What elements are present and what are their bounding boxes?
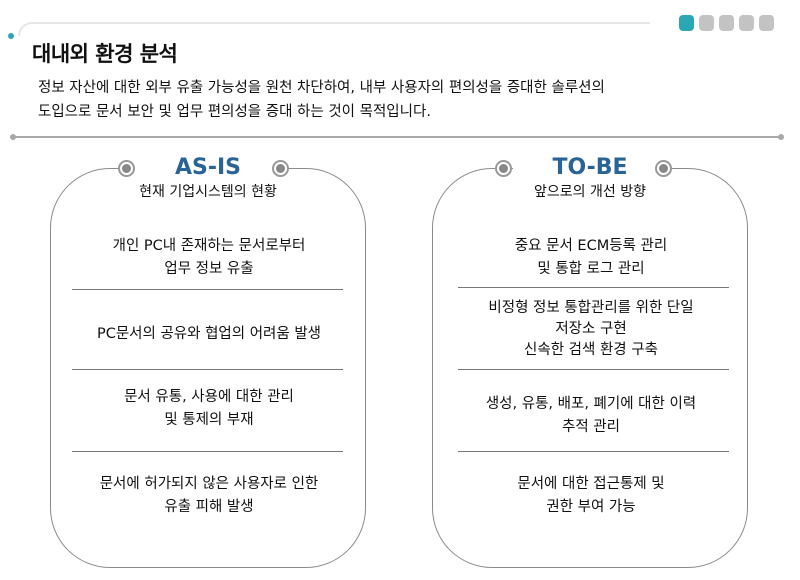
item-text-line: 문서 유통, 사용에 대한 관리 [124,389,294,405]
page-title: 대내외 환경 분석 [32,42,178,66]
header-decoration-line [18,22,650,36]
pager-dot-2[interactable] [699,15,714,31]
description-line: 정보 자산에 대한 외부 유출 가능성을 원천 차단하여, 내부 사용자의 편의… [38,80,605,96]
item-text-line: PC문서의 공유와 협업의 어려움 발생 [96,326,322,342]
item-text-line: 문서에 허가되지 않은 사용자로 인한 [99,476,319,492]
item-divider [72,451,343,452]
header-dot [8,33,14,39]
pager-dot-5[interactable] [759,15,774,31]
slide-pager [679,15,774,31]
item-divider [72,289,343,290]
item-text-line: 중요 문서 ECM등록 관리 [514,238,668,254]
page-description: 정보 자산에 대한 외부 유출 가능성을 원천 차단하여, 내부 사용자의 편의… [38,76,758,124]
pager-dot-3[interactable] [719,15,734,31]
item-text-line: 권한 부여 가능 [546,499,636,515]
knob-icon [118,160,135,177]
to-be-subtitle: 앞으로의 개선 방향 [534,184,646,200]
as-is-item: PC문서의 공유와 협업의 어려움 발생 [71,323,347,346]
to-be-title: TO-BE [552,155,628,180]
item-text-line: 생성, 유통, 배포, 폐기에 대한 이력 [485,396,697,412]
as-is-title: AS-IS [174,155,242,180]
knob-icon [655,160,672,177]
description-line: 도입으로 문서 보안 및 업무 편의성을 증대 하는 것이 목적입니다. [38,104,431,120]
section-divider [10,134,784,140]
pager-dot-4[interactable] [739,15,754,31]
item-text-line: 유출 피해 발생 [164,499,254,515]
pager-dot-1[interactable] [679,15,694,31]
item-divider [458,451,729,452]
item-divider [458,369,729,370]
item-divider [458,287,729,288]
item-text-line: 업무 정보 유출 [164,261,254,277]
as-is-subtitle: 현재 기업시스템의 현황 [139,184,277,200]
item-text-line: 개인 PC내 존재하는 문서로부터 [112,238,306,254]
knob-icon [495,160,512,177]
item-text-line: 저장소 구현 [555,321,627,337]
item-text-line: 및 통합 로그 관리 [537,261,645,277]
item-text-line: 및 통제의 부재 [164,412,254,428]
item-text-line: 비정형 정보 통합관리를 위한 단일 [488,300,694,316]
item-text-line: 신속한 검색 환경 구축 [524,342,658,358]
item-text-line: 추적 관리 [562,419,620,435]
item-text-line: 문서에 대한 접근통제 및 [517,476,665,492]
knob-icon [272,160,289,177]
item-divider [72,369,343,370]
